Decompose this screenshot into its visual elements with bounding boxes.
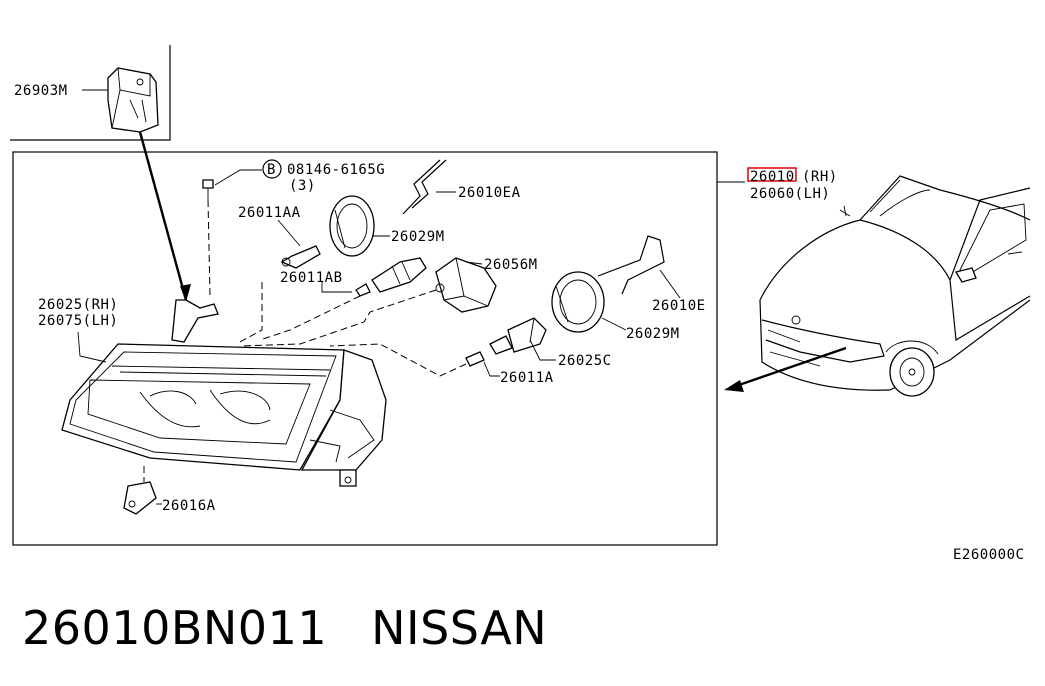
leader-26056M xyxy=(465,261,483,265)
callout-26016A[interactable]: 26016A xyxy=(162,498,216,514)
bracket-26903M-part xyxy=(107,67,159,133)
callout-26025C[interactable]: 26025C xyxy=(558,353,612,369)
cap-26029M-lower-part xyxy=(551,271,605,333)
callout-26025RH[interactable]: 26025(RH) xyxy=(38,297,118,313)
figure-code: E260000C xyxy=(953,547,1024,563)
dash-26011AB xyxy=(259,295,361,341)
main-frame xyxy=(12,151,718,546)
callout-26011AA[interactable]: 26011AA xyxy=(238,205,301,221)
arrow-inset xyxy=(138,131,188,301)
callout-26075LH[interactable]: 26075(LH) xyxy=(38,313,118,329)
leader-08146 xyxy=(214,169,262,186)
leader-26025C xyxy=(529,339,556,361)
cap-26029M-upper-part xyxy=(329,195,375,257)
inset-frame xyxy=(10,45,171,141)
wire-26010EA xyxy=(402,159,447,215)
screw-08146-part xyxy=(202,179,214,200)
socket-26025C-part xyxy=(489,317,547,355)
leader-26029M-b xyxy=(601,317,627,331)
callout-26029M-a[interactable]: 26029M xyxy=(391,229,445,245)
bulb-26011AA-part xyxy=(280,245,321,269)
arrow-vehicle xyxy=(735,346,847,388)
leader-26025 xyxy=(77,331,107,363)
dash-screw xyxy=(207,199,211,296)
callout-26010EA[interactable]: 26010EA xyxy=(458,185,521,201)
callout-08146-6165G[interactable]: 08146-6165G xyxy=(287,162,385,178)
callout-26010-side: (RH) xyxy=(802,169,838,185)
bulb-26011A-part xyxy=(465,351,485,367)
callout-26903M[interactable]: 26903M xyxy=(14,83,68,99)
arrow-head xyxy=(180,284,191,302)
wire-26010E xyxy=(597,235,665,295)
highlight-box-26010 xyxy=(747,167,797,182)
dash-26011AA xyxy=(239,282,263,343)
callout-26011A[interactable]: 26011A xyxy=(500,370,554,386)
callout-26010E[interactable]: 26010E xyxy=(652,298,706,314)
callout-26029M-b[interactable]: 26029M xyxy=(626,326,680,342)
part-number: 26010BN011 xyxy=(22,601,328,655)
bolt-symbol-circle xyxy=(262,159,282,179)
callout-26056M[interactable]: 26056M xyxy=(484,257,538,273)
callout-26011AB[interactable]: 26011AB xyxy=(280,270,343,286)
leader-26011AB xyxy=(321,282,352,293)
dash-26056M xyxy=(239,289,437,347)
leader-26010E xyxy=(659,269,681,299)
leader-26011A xyxy=(483,361,500,377)
bolt-symbol: B xyxy=(267,162,276,178)
bulb-26011AB-part xyxy=(355,257,427,297)
footer-title: 26010BN011 NISSAN xyxy=(22,596,547,660)
brand-name: NISSAN xyxy=(371,601,548,655)
clip-26016A-part xyxy=(123,481,157,515)
callout-08146-qty: (3) xyxy=(289,178,316,194)
leader-26011AA xyxy=(277,219,301,247)
bulb-26056M-part xyxy=(435,257,497,313)
vehicle-locator-illustration xyxy=(759,175,1031,397)
headlamp-assembly-part xyxy=(61,299,387,487)
callout-26060LH[interactable]: 26060(LH) xyxy=(750,186,830,202)
dash-26011A xyxy=(329,343,467,377)
callout-26010[interactable]: 26010 xyxy=(750,169,795,185)
arrow-vehicle-head xyxy=(724,380,744,392)
